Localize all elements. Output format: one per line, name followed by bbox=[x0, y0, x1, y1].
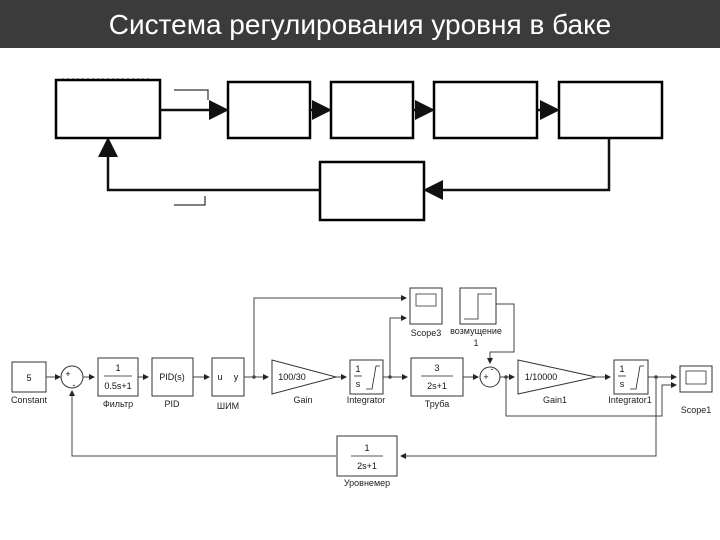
wire-integrator1-feedback bbox=[400, 377, 657, 459]
gain1-label: Gain1 bbox=[543, 395, 567, 405]
gain1-value: 1/10000 bbox=[525, 372, 558, 382]
level-meter-den: 2s+1 bbox=[357, 461, 377, 471]
wire-feedback-sum1 bbox=[69, 390, 336, 457]
pipe-num: 3 bbox=[434, 363, 439, 373]
signal-tick-upper bbox=[174, 89, 209, 100]
pwm-in: u bbox=[217, 372, 222, 382]
integrator1-den: s bbox=[620, 379, 625, 389]
signal-tick-lower bbox=[174, 196, 206, 206]
integrator1-num: 1 bbox=[619, 364, 624, 374]
pid-text: PID(s) bbox=[159, 372, 185, 382]
step-icon bbox=[464, 293, 492, 320]
filter-label: Фильтр bbox=[103, 399, 133, 409]
disturbance-label-1: возмущение bbox=[450, 326, 502, 336]
wire-disturbance-sum2 bbox=[487, 303, 515, 364]
scope3-block[interactable]: Scope3 bbox=[409, 287, 443, 338]
wire-out-feedback bbox=[423, 138, 611, 200]
slide-title: Система регулирования уровня в баке bbox=[108, 9, 612, 40]
filter-block[interactable]: 1 0.5s+1 Фильтр bbox=[97, 357, 139, 409]
gain-block[interactable]: 100/30 Gain bbox=[271, 359, 338, 405]
disturbance-label-2: 1 bbox=[473, 338, 478, 348]
level-meter-num: 1 bbox=[364, 443, 369, 453]
constant-value: 5 bbox=[26, 373, 31, 383]
sum1-plus: + bbox=[65, 369, 70, 379]
gain-value: 100/30 bbox=[278, 372, 306, 382]
level-meter-block[interactable]: 1 2s+1 Уровнемер bbox=[336, 435, 398, 488]
constant-block[interactable]: 5 Constant bbox=[11, 361, 48, 405]
wire-pwm-scope3 bbox=[253, 295, 407, 377]
branch-dot-sum2 bbox=[504, 375, 508, 379]
pid-label: PID bbox=[164, 399, 180, 409]
filter-den: 0.5s+1 bbox=[104, 381, 131, 391]
struct-block-feedback bbox=[318, 160, 426, 222]
filter-num: 1 bbox=[115, 363, 120, 373]
branch-dot-pwm bbox=[252, 375, 256, 379]
scope3-screen-icon bbox=[415, 293, 437, 307]
integrator1-block[interactable]: 1 s Integrator1 bbox=[608, 359, 652, 405]
pipe-block[interactable]: 3 2s+1 Труба bbox=[410, 357, 464, 409]
sum2-block[interactable]: + - bbox=[479, 364, 501, 388]
pipe-label: Труба bbox=[425, 399, 449, 409]
pid-block[interactable]: PID(s) PID bbox=[151, 357, 194, 409]
pwm-label: ШИМ bbox=[217, 401, 239, 411]
integrator1-limit-icon bbox=[630, 365, 644, 390]
integrator-label: Integrator bbox=[347, 395, 386, 405]
sum1-minus: - bbox=[73, 380, 76, 390]
gain1-block[interactable]: 1/10000 Gain1 bbox=[517, 359, 597, 405]
scope3-label: Scope3 bbox=[411, 328, 442, 338]
pwm-out: y bbox=[234, 372, 239, 382]
integrator-block[interactable]: 1 s Integrator bbox=[347, 359, 386, 405]
wire-feedback-1 bbox=[98, 137, 320, 192]
sum2-plus: + bbox=[483, 372, 488, 382]
branch-dot-integrator bbox=[388, 375, 392, 379]
struct-block-4 bbox=[432, 80, 539, 140]
pwm-block[interactable]: u y ШИМ bbox=[211, 357, 245, 411]
integrator-num: 1 bbox=[355, 364, 360, 374]
level-meter-label: Уровнемер bbox=[344, 478, 390, 488]
integrator1-label: Integrator1 bbox=[608, 395, 652, 405]
wire-integrator-scope3 bbox=[389, 315, 407, 377]
scope1-label: Scope1 bbox=[681, 405, 712, 415]
integrator-den: s bbox=[356, 379, 361, 389]
sum2-minus: - bbox=[491, 364, 494, 374]
title-bar: Система регулирования уровня в баке bbox=[0, 0, 720, 48]
scope1-block[interactable]: Scope1 bbox=[679, 365, 713, 415]
wire-sum2-scope1 bbox=[505, 377, 677, 417]
disturbance-block[interactable]: возмущение 1 bbox=[450, 287, 502, 348]
scope1-screen-icon bbox=[685, 370, 707, 385]
sum1-block[interactable]: + - bbox=[60, 365, 84, 390]
integrator-limit-icon bbox=[366, 365, 380, 390]
gain-label: Gain bbox=[293, 395, 312, 405]
constant-label: Constant bbox=[11, 395, 48, 405]
pipe-den: 2s+1 bbox=[427, 381, 447, 391]
branch-dot-integrator1 bbox=[654, 375, 658, 379]
